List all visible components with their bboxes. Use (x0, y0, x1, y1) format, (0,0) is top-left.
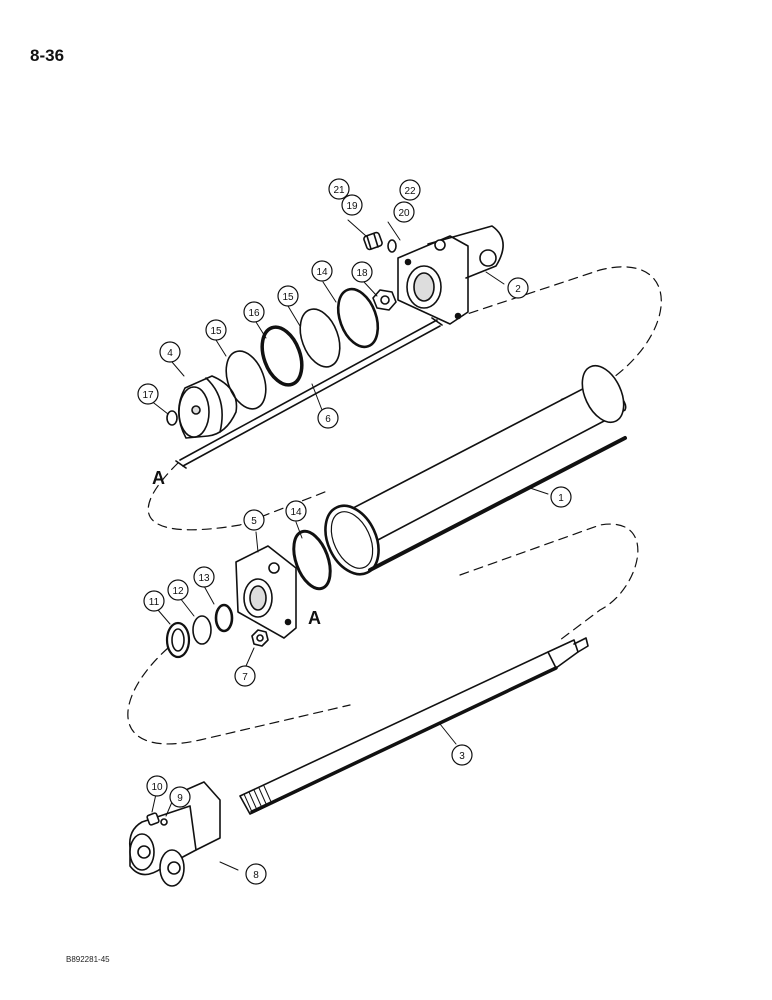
callout-10: 10 (151, 782, 163, 793)
callout-9: 9 (177, 793, 183, 804)
callout-circle-14b (285, 500, 307, 522)
callout-circle-1 (550, 486, 572, 508)
callout-4: 4 (167, 348, 173, 359)
part-piston (177, 375, 238, 439)
callout-1: 1 (558, 493, 564, 504)
page-number: 8-36 (30, 46, 65, 65)
callout-circle-16 (243, 301, 265, 323)
part-piston-seal-16 (260, 325, 304, 387)
part-cylinder-head (235, 545, 297, 639)
callout-11: 11 (149, 597, 160, 608)
part-seal-17 (166, 410, 178, 426)
callout-circle-14a (311, 260, 333, 282)
part-piston-ring-15b (299, 308, 341, 368)
callout-circle-12 (167, 579, 189, 601)
callout-circle-15b (277, 285, 299, 307)
part-piston-rod (239, 637, 589, 815)
callout-circle-3 (451, 744, 473, 766)
part-ball-9 (160, 818, 168, 826)
part-seal-ring (387, 239, 397, 253)
assembly-path-lower (127, 523, 639, 745)
reference-mark-a-upper: A (152, 468, 165, 488)
callout-circle-17 (137, 383, 159, 405)
part-cylinder-end-cap (397, 225, 504, 325)
part-tie-rod (175, 317, 443, 469)
callout-circle-6 (317, 407, 339, 429)
callout-6: 6 (325, 414, 331, 425)
part-cylinder-barrel (324, 364, 627, 576)
figure-code: B892281-45 (66, 955, 110, 964)
callout-circle-13 (193, 566, 215, 588)
callout-circle-2 (507, 277, 529, 299)
callout-22: 22 (404, 186, 416, 197)
callout-circle-11 (143, 590, 165, 612)
callout-circle-9 (169, 786, 191, 808)
part-piston-ring-15a (225, 350, 267, 410)
callout-14b: 14 (290, 507, 302, 518)
callout-20: 20 (398, 208, 410, 219)
part-o-ring-14b (292, 529, 332, 591)
callout-2: 2 (515, 284, 521, 295)
callout-7: 7 (242, 672, 248, 683)
part-backup-ring-12 (192, 615, 212, 645)
callout-circle-19 (341, 194, 363, 216)
callout-15a: 15 (210, 326, 222, 337)
callout-16: 16 (248, 308, 260, 319)
part-o-ring-13 (214, 603, 234, 633)
callout-circle-15a (205, 319, 227, 341)
callout-circle-7 (234, 665, 256, 687)
callout-8: 8 (253, 870, 259, 881)
callout-circle-18 (351, 261, 373, 283)
callout-5: 5 (251, 516, 257, 527)
part-set-screw (146, 812, 160, 826)
callout-circle-20 (393, 201, 415, 223)
callout-17: 17 (142, 390, 154, 401)
part-hex-nut (372, 289, 397, 311)
part-hex-nut-7 (251, 629, 269, 647)
callout-18: 18 (356, 268, 368, 279)
callout-21: 21 (333, 185, 345, 196)
callout-19: 19 (346, 201, 358, 212)
part-o-ring-14a (336, 287, 380, 349)
part-wiper-seal-11 (165, 621, 191, 659)
callout-15b: 15 (282, 292, 294, 303)
callout-circle-4 (159, 341, 181, 363)
callout-14a: 14 (316, 267, 328, 278)
callout-circle-10 (146, 775, 168, 797)
callout-circle-21 (328, 178, 350, 200)
callout-3: 3 (459, 751, 465, 762)
callout-circle-8 (245, 863, 267, 885)
callout-circle-22 (399, 179, 421, 201)
callout-12: 12 (172, 586, 184, 597)
assembly-path-upper (147, 266, 662, 531)
callout-13: 13 (198, 573, 210, 584)
part-plug-fitting (363, 231, 383, 251)
reference-mark-a-lower: A (308, 608, 321, 628)
callout-circle-5 (243, 509, 265, 531)
